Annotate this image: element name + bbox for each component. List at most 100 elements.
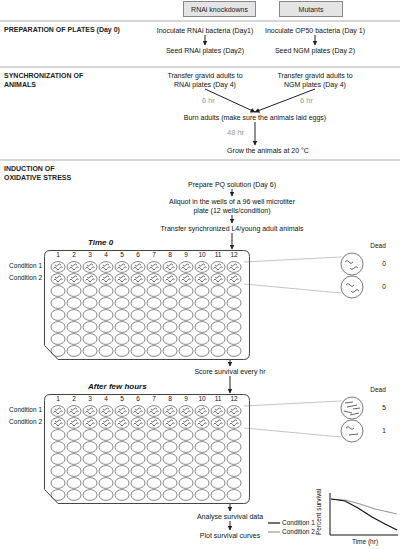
dead-count: 0 — [378, 260, 390, 268]
step-text: Seed RNAi plates (Day2) — [149, 46, 261, 55]
dead-count: 5 — [378, 404, 390, 412]
microtiter-plate: After few hours — [44, 394, 250, 504]
legend-item: Condition 2 — [268, 527, 315, 536]
axis-title: Percent survival — [315, 489, 323, 535]
flow-arrow — [255, 122, 256, 145]
legend-swatch — [268, 529, 280, 535]
process-step: Seed NGM plates (Day 2) — [259, 46, 371, 55]
duration-label: 6 hr — [300, 96, 313, 105]
flow-arrow — [230, 360, 231, 366]
column-number: 3 — [84, 395, 96, 403]
dead-count: 1 — [378, 427, 390, 435]
process-step: Analyse survival data — [175, 512, 285, 521]
group-header: Mutants — [279, 1, 343, 17]
column-number: 1 — [52, 395, 64, 403]
flow-arrow — [232, 189, 233, 196]
flow-arrow — [230, 376, 231, 393]
column-header: Dead — [366, 386, 390, 394]
process-step: Inoculate RNAi bacteria (Day1) — [149, 26, 261, 35]
legend-text: Condition 1 — [282, 519, 315, 526]
process-step: Score survival every hr — [170, 367, 290, 376]
step-text: Transfer synchronized L4/young adult ani… — [142, 224, 322, 233]
legend-swatch — [268, 520, 280, 526]
process-step: Inoculate OP50 bacteria (Day 1) — [259, 26, 371, 35]
column-number: 4 — [100, 251, 112, 259]
row-label: Condition 1 — [0, 406, 42, 414]
legend-line-sample — [268, 522, 280, 523]
step-text: Seed NGM plates (Day 2) — [259, 46, 371, 55]
step-text: Score survival every hr — [170, 367, 290, 376]
row-label: Condition 2 — [0, 418, 42, 426]
plate-heading: Time 0 — [88, 238, 113, 248]
step-text: Transfer gravid adults to NGM plates (Da… — [273, 71, 357, 89]
plate-outline — [44, 250, 250, 360]
flow-arrow — [230, 521, 231, 530]
group-header: RNAi knockdowns — [183, 1, 256, 17]
section-heading: INDUCTION OF OXIDATIVE STRESS — [4, 164, 84, 182]
step-text: Transfer gravid adults to RNAi plates (D… — [163, 71, 247, 89]
plate-wells — [50, 261, 242, 357]
plate-heading: After few hours — [88, 382, 147, 392]
legend-text: Condition 2 — [282, 528, 315, 535]
column-number: 9 — [180, 251, 192, 259]
column-number: 6 — [132, 251, 144, 259]
column-number: 10 — [196, 251, 208, 259]
step-text: Grow the animals at 20 °C — [208, 146, 328, 155]
process-step: Seed RNAi plates (Day2) — [149, 46, 261, 55]
column-number: 2 — [68, 251, 80, 259]
column-number: 2 — [68, 395, 80, 403]
step-text: Aliquot in the wells of a 96 well microt… — [162, 197, 302, 215]
flow-arrow — [255, 89, 315, 112]
worms-in-wells — [50, 261, 242, 285]
column-number: 12 — [228, 251, 240, 259]
plate-outline-path — [45, 251, 250, 360]
section-divider — [0, 160, 400, 161]
step-text: Analyse survival data — [175, 512, 285, 521]
plate-wells — [50, 405, 242, 501]
zoom-inset — [244, 253, 363, 442]
axis-title: Time (hr) — [340, 538, 390, 546]
column-header: Dead — [366, 242, 390, 250]
column-number: 3 — [84, 251, 96, 259]
duration-label: 6 hr — [202, 96, 215, 105]
step-text: Inoculate RNAi bacteria (Day1) — [149, 26, 261, 35]
column-number: 6 — [132, 395, 144, 403]
column-number: 9 — [180, 395, 192, 403]
process-step: Transfer gravid adults to NGM plates (Da… — [273, 71, 357, 89]
row-label: Condition 1 — [0, 262, 42, 270]
survival-chart — [330, 493, 398, 535]
flow-arrow — [230, 504, 231, 511]
worms-in-wells — [50, 405, 242, 429]
plate-outline-path — [45, 395, 250, 504]
column-number: 11 — [212, 395, 224, 403]
column-number: 4 — [100, 395, 112, 403]
step-text: Inoculate OP50 bacteria (Day 1) — [259, 26, 371, 35]
step-text: Mutants — [299, 5, 324, 14]
column-number: 10 — [196, 395, 208, 403]
step-text: RNAi knockdowns — [191, 5, 248, 14]
flow-arrow — [232, 233, 233, 249]
flow-arrow — [205, 35, 206, 45]
dead-count: 0 — [378, 283, 390, 291]
step-text: Prepare PQ solution (Day 6) — [172, 180, 292, 189]
flow-arrow — [232, 215, 233, 223]
column-number: 8 — [164, 251, 176, 259]
step-text: Plot survival curves — [175, 531, 285, 540]
chart-legend: Condition 1 Condition 2 — [268, 518, 315, 536]
process-step: Prepare PQ solution (Day 6) — [172, 180, 292, 189]
column-number: 8 — [164, 395, 176, 403]
legend-line-sample — [268, 531, 280, 532]
process-step: Plot survival curves — [175, 531, 285, 540]
column-number: 1 — [52, 251, 64, 259]
plate-outline — [44, 394, 250, 504]
step-text: Burn adults (make sure the animals laid … — [155, 113, 355, 122]
microtiter-plate: Time 0 — [44, 250, 250, 360]
row-label: Condition 2 — [0, 274, 42, 282]
legend-item: Condition 1 — [268, 518, 315, 527]
section-heading: SYNCHRONIZATION OF ANIMALS — [4, 71, 84, 89]
section-heading: PREPARATION OF PLATES (Day 0) — [4, 25, 154, 34]
flow-arrow — [315, 35, 316, 45]
process-step: Grow the animals at 20 °C — [208, 146, 328, 155]
column-number: 7 — [148, 395, 160, 403]
